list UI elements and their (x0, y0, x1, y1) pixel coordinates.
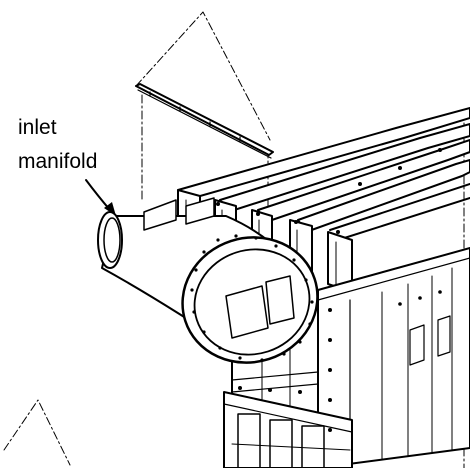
top-rails (178, 108, 470, 240)
inlet-manifold (98, 198, 334, 380)
lower-trays (224, 392, 352, 468)
top-cover-strip (136, 84, 273, 158)
inlet-label-line-2: manifold (18, 150, 98, 173)
leader-arrow (86, 180, 116, 216)
bolt-dots (216, 148, 442, 432)
flange-bolts (190, 234, 314, 362)
inlet-label-line-1: inlet (18, 116, 57, 139)
housing-front (318, 248, 470, 468)
